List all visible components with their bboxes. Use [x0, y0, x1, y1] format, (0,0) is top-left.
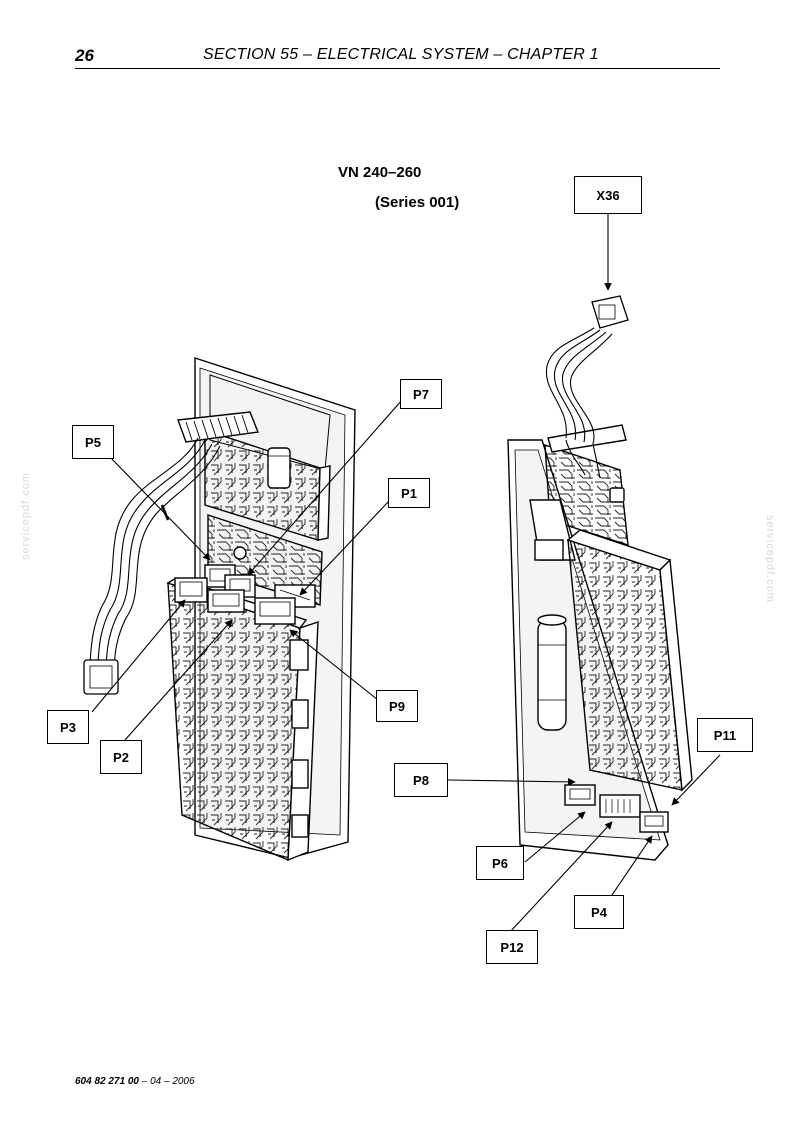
- page-footer: 604 82 271 00 – 04 – 2006: [75, 1076, 195, 1087]
- label-p8: P8: [394, 763, 448, 797]
- page-header: 26 SECTION 55 – ELECTRICAL SYSTEM – CHAP…: [75, 44, 720, 69]
- label-p1: P1: [388, 478, 430, 508]
- left-wiring-harness: [87, 437, 221, 685]
- section-title: SECTION 55 – ELECTRICAL SYSTEM – CHAPTER…: [203, 46, 599, 63]
- document-date: – 04 – 2006: [138, 1076, 195, 1087]
- leader-lines: [91, 214, 721, 933]
- diagram-subtitle: (Series 001): [375, 194, 460, 211]
- diagram-title: VN 240–260: [338, 164, 422, 181]
- document-number: 604 82 271 00: [75, 1076, 139, 1087]
- page-number: 26: [75, 46, 94, 65]
- right-control-unit: [507, 424, 693, 861]
- x36-connector-plug: [591, 295, 629, 329]
- label-p3: P3: [47, 710, 89, 744]
- label-p9: P9: [376, 690, 418, 722]
- label-p12: P12: [486, 930, 538, 964]
- label-p7: P7: [400, 379, 442, 409]
- right-wiring-harness: [545, 327, 613, 479]
- label-x36: X36: [574, 176, 642, 214]
- label-p5: P5: [72, 425, 114, 459]
- label-p2: P2: [100, 740, 142, 774]
- left-control-unit: [166, 357, 356, 862]
- label-p6: P6: [476, 846, 524, 880]
- label-p4: P4: [574, 895, 624, 929]
- left-harness-plug: [83, 659, 119, 695]
- label-p11: P11: [697, 718, 753, 752]
